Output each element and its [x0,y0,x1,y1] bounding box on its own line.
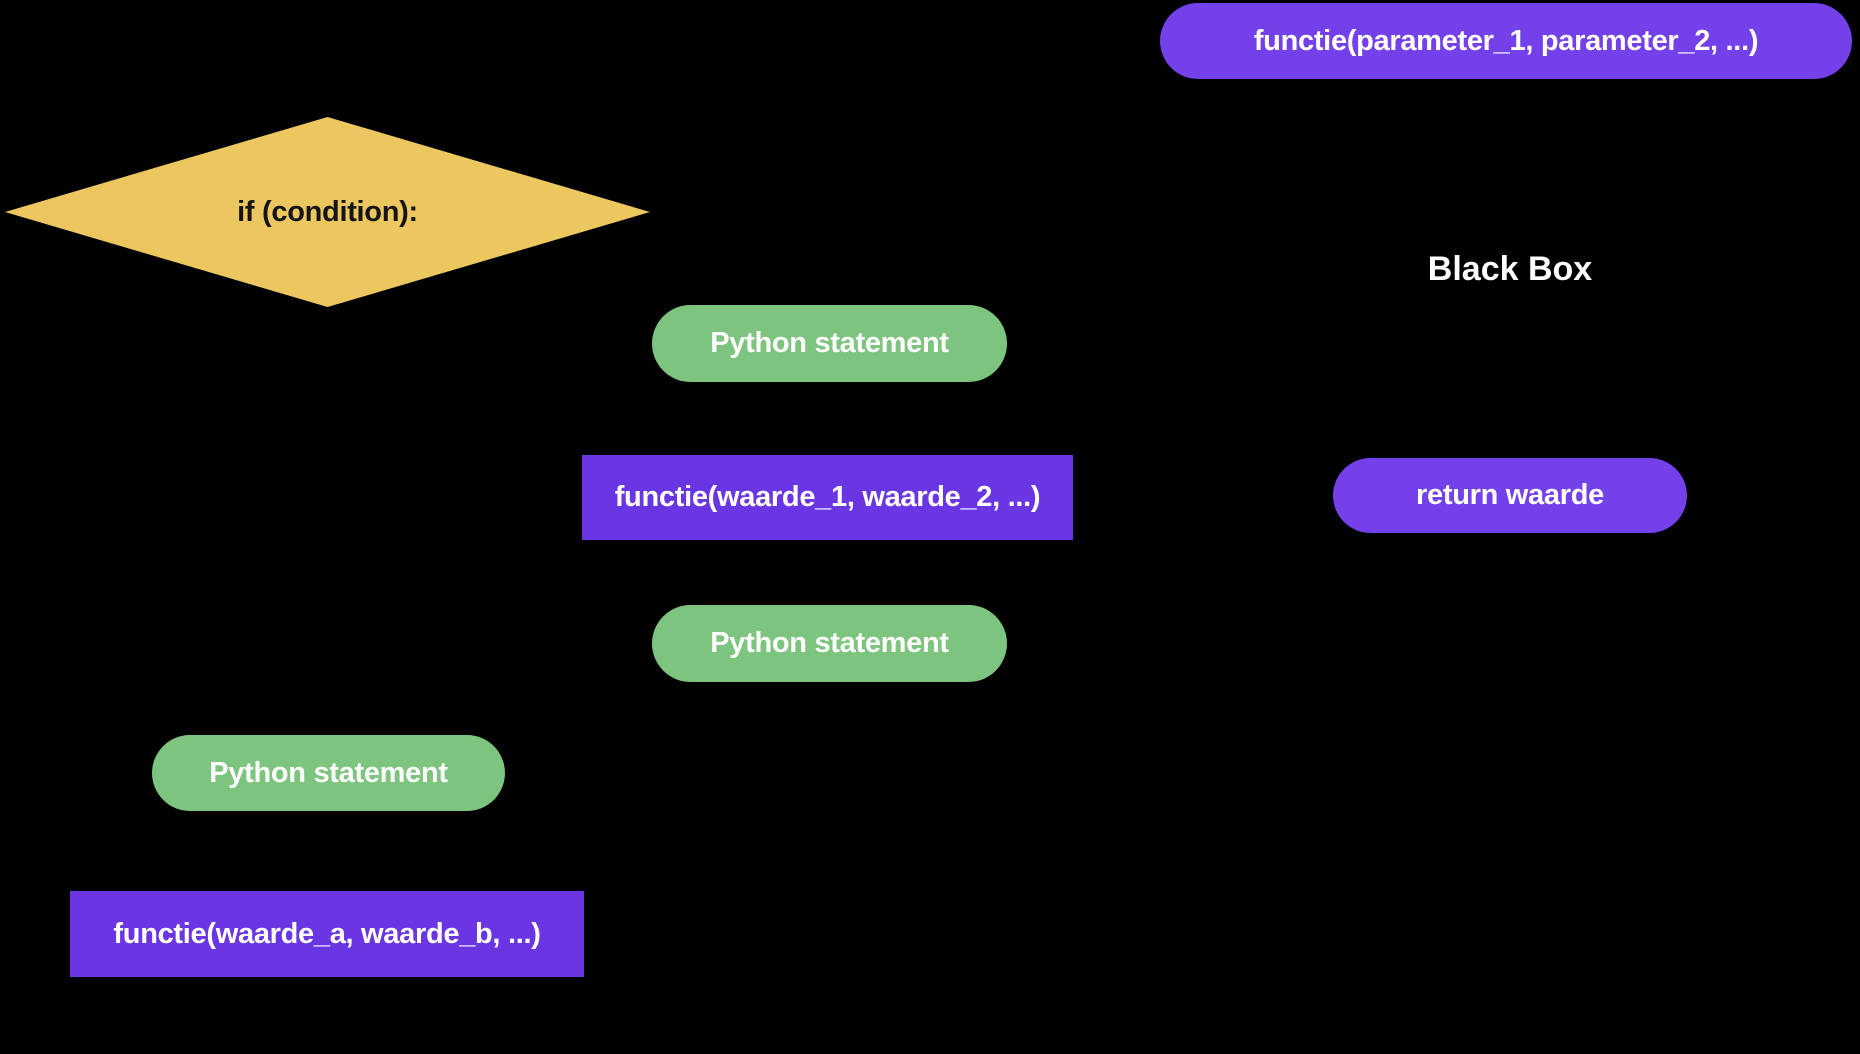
python-statement-label-1: Python statement [710,327,949,359]
function-call-waarde-1-2-rect-node: functie(waarde_1, waarde_2, ...) [582,455,1073,540]
if-condition-label: if (condition): [237,195,418,228]
function-call-waarde-a-b-label: functie(waarde_a, waarde_b, ...) [113,917,541,950]
python-statement-capsule-node-3: Python statement [152,735,505,811]
python-statement-capsule-node-1: Python statement [652,305,1007,382]
function-call-waarde-a-b-rect-node: functie(waarde_a, waarde_b, ...) [70,891,584,977]
black-box-caption: Black Box [1333,246,1687,292]
function-signature-label: functie(parameter_1, parameter_2, ...) [1253,24,1759,57]
function-call-waarde-1-2-label: functie(waarde_1, waarde_2, ...) [614,481,1041,513]
return-waarde-label: return waarde [1416,479,1604,511]
return-waarde-capsule-node: return waarde [1333,458,1687,533]
python-statement-label-2: Python statement [710,627,949,659]
black-box-caption-text: Black Box [1427,249,1593,288]
python-statement-label-3: Python statement [209,756,448,789]
if-condition-diamond-node: if (condition): [5,117,650,307]
python-statement-capsule-node-2: Python statement [652,605,1007,682]
function-signature-capsule-node: functie(parameter_1, parameter_2, ...) [1160,3,1852,79]
